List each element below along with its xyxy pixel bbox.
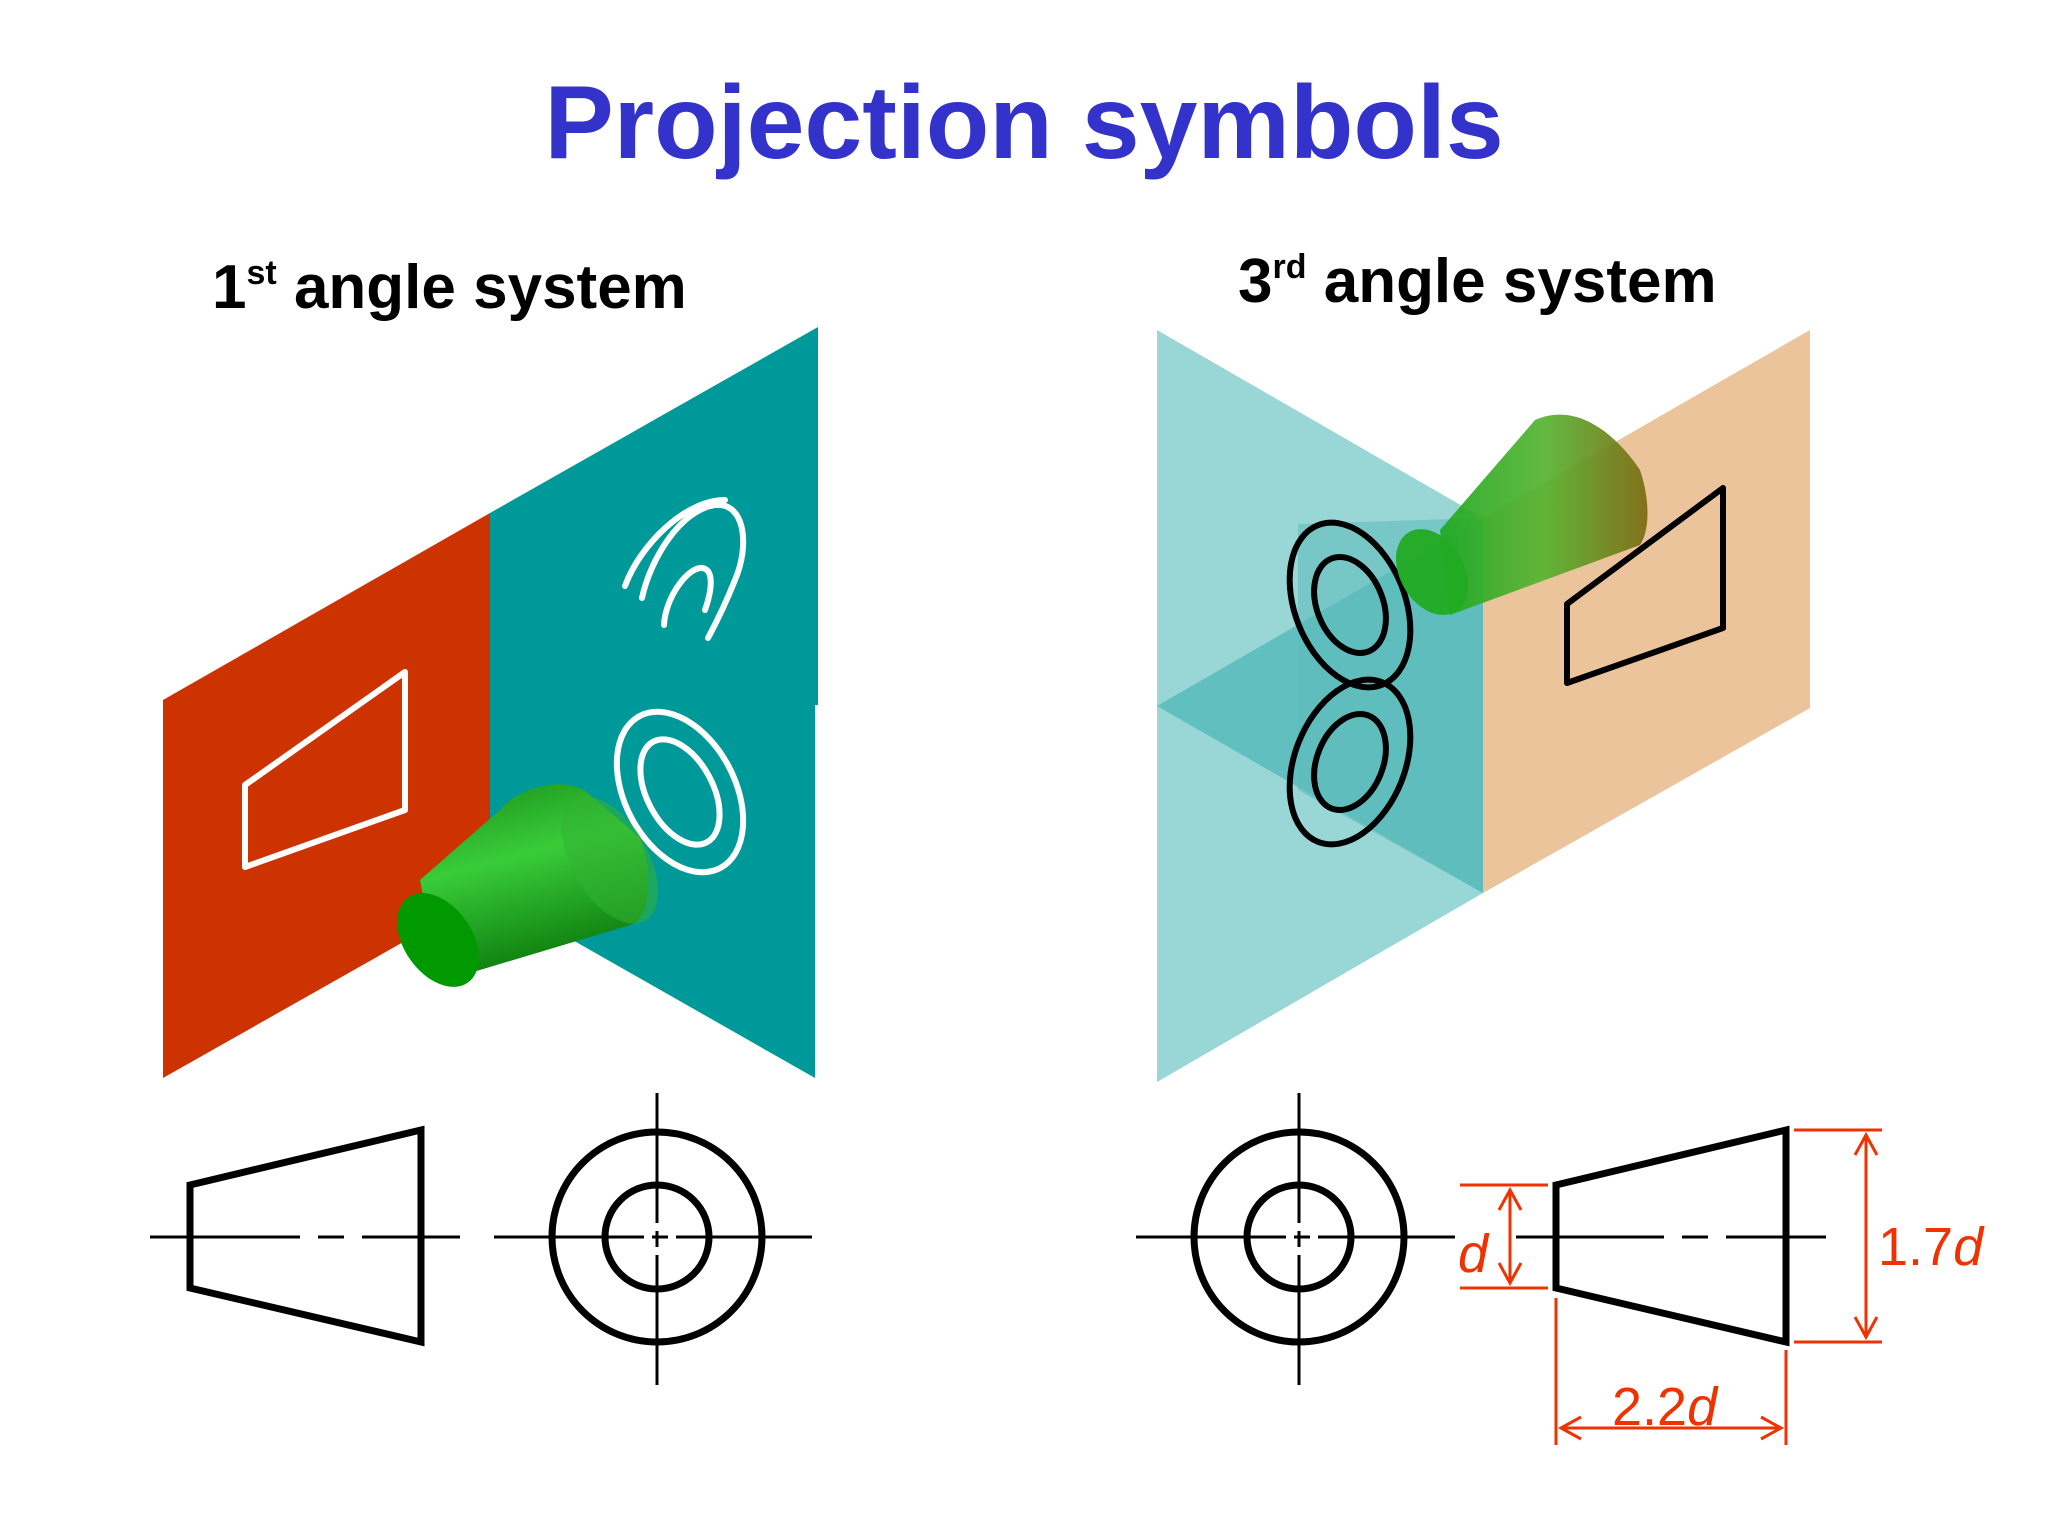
peach-plane (1483, 330, 1810, 893)
d-dimension-label: d (1458, 1224, 1490, 1284)
first-angle-trapezoid-view (186, 1125, 425, 1347)
teal-side-plane (490, 327, 818, 1078)
height-arrow-top (1853, 1131, 1879, 1156)
red-vertical-plane (163, 513, 490, 1078)
cone-small-end-third (1395, 529, 1469, 615)
height-dimension-number: 1.7 (1878, 1217, 1953, 1277)
d-arrow-top (1497, 1186, 1523, 1211)
third-angle-label-text: angle system (1306, 247, 1716, 316)
third-angle-cone (1395, 414, 1648, 615)
first-angle-label-text: angle system (277, 253, 687, 322)
length-dimension-number: 2.2 (1612, 1377, 1687, 1437)
third-angle-label-ordinal: rd (1272, 248, 1306, 286)
dimension-annotations (1460, 1128, 1882, 1445)
third-angle-label-number: 3 (1238, 247, 1272, 316)
circle-projection (613, 708, 747, 876)
height-arrow-bottom (1853, 1316, 1879, 1341)
third-angle-trapezoid-view (1552, 1125, 1790, 1347)
circle-projection-third (1286, 519, 1414, 848)
third-angle-symbol (1136, 1093, 1826, 1385)
height-dimension-variable: d (1953, 1217, 1985, 1277)
trapezoid-projection-third (1564, 485, 1726, 686)
first-angle-label: 1st angle system (212, 253, 687, 322)
cone-small-end (397, 893, 479, 987)
first-angle-label-number: 1 (212, 253, 246, 322)
length-arrow-right (1760, 1415, 1785, 1441)
first-angle-label-ordinal: st (246, 254, 276, 292)
length-arrow-left (1557, 1415, 1582, 1441)
arc-projection (622, 497, 747, 641)
third-angle-label: 3rd angle system (1238, 247, 1717, 316)
length-dimension-variable: d (1687, 1377, 1719, 1437)
d-arrow-bottom (1497, 1262, 1523, 1287)
height-dimension-label: 1.7d (1878, 1217, 1985, 1277)
first-angle-cone (397, 784, 659, 987)
first-angle-pictorial (163, 327, 818, 1078)
length-dimension-label: 2.2d (1612, 1377, 1719, 1437)
trapezoid-projection (242, 669, 408, 870)
first-angle-symbol (150, 1093, 812, 1385)
page-title: Projection symbols (544, 65, 1503, 181)
third-angle-pictorial (1157, 330, 1810, 1082)
